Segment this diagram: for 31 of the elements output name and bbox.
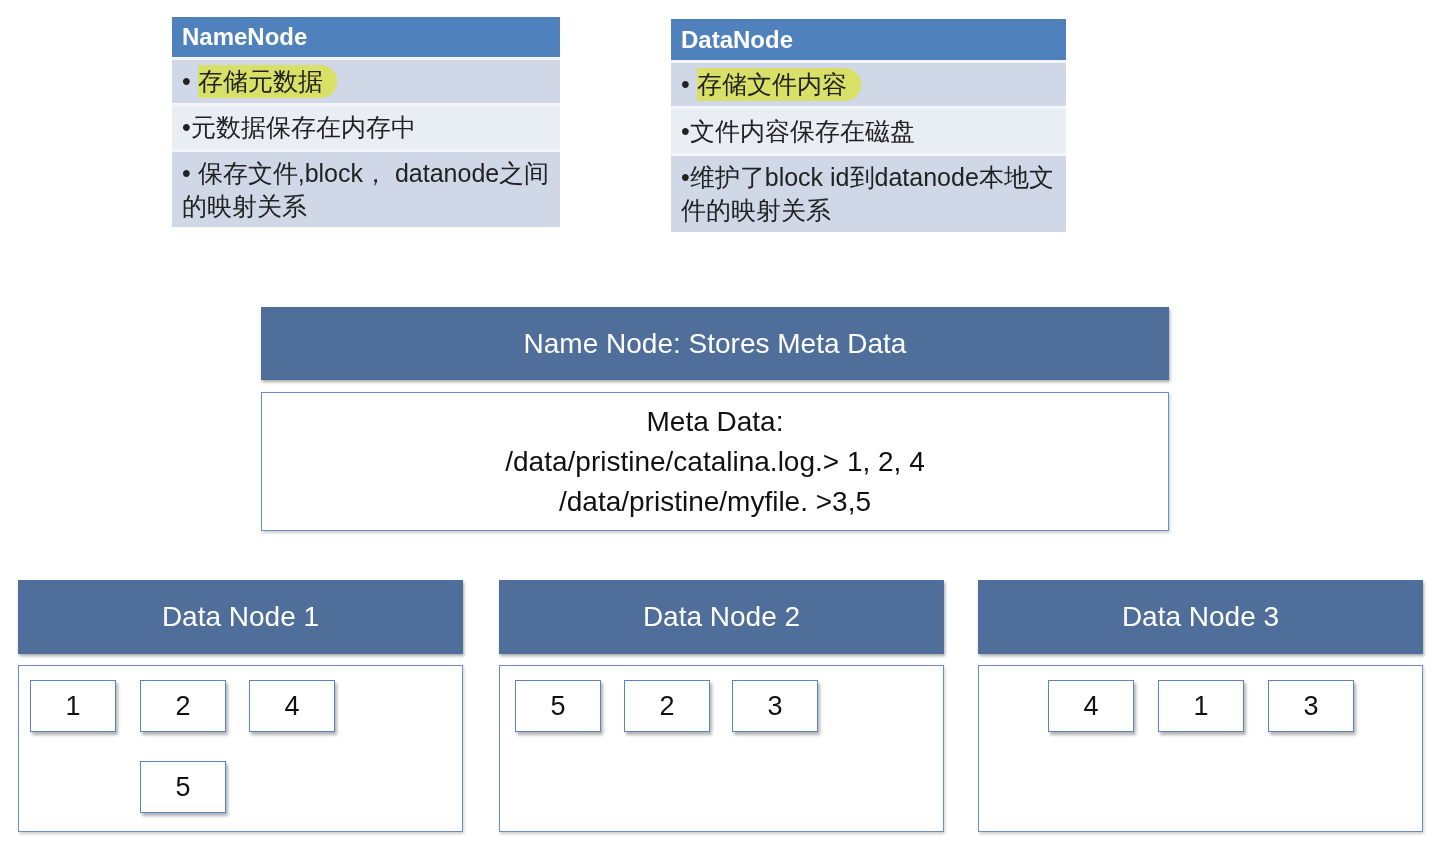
header-bar: Data Node 1: [18, 580, 463, 654]
info-table: [172, 17, 560, 227]
header-bar: Data Node 3: [978, 580, 1423, 654]
header-bar: Data Node 2: [499, 580, 944, 654]
storage-panel: [978, 665, 1423, 832]
table-row: •元数据保存在内存中: [172, 106, 560, 149]
metadata-line: /data/pristine/catalina.log.> 1, 2, 4: [505, 444, 925, 479]
block-box: 2: [140, 680, 226, 732]
table-row: •维护了block id到datanode本地文件的映射关系: [671, 156, 1066, 232]
table-header: NameNode: [172, 17, 560, 57]
info-table: [671, 19, 1066, 232]
block-box: 4: [1048, 680, 1134, 732]
block-box: 3: [1268, 680, 1354, 732]
block-box: 5: [515, 680, 601, 732]
block-box: 5: [140, 761, 226, 813]
table-row: • 保存文件,block， datanode之间的映射关系: [172, 152, 560, 227]
table-row: •文件内容保存在磁盘: [671, 109, 1066, 153]
table-header: DataNode: [671, 19, 1066, 60]
metadata-line: /data/pristine/myfile. >3,5: [558, 484, 871, 519]
block-box: 1: [1158, 680, 1244, 732]
table-row: • 存储文件内容: [671, 63, 1066, 106]
block-box: 3: [732, 680, 818, 732]
metadata-line: Meta Data:: [646, 404, 784, 439]
storage-panel: [18, 665, 463, 832]
metadata-panel: [261, 392, 1169, 531]
block-box: 2: [624, 680, 710, 732]
block-box: 4: [249, 680, 335, 732]
table-row: • 存储元数据: [172, 60, 560, 103]
header-bar: Name Node: Stores Meta Data: [261, 307, 1169, 380]
storage-panel: [499, 665, 944, 832]
block-box: 1: [30, 680, 116, 732]
